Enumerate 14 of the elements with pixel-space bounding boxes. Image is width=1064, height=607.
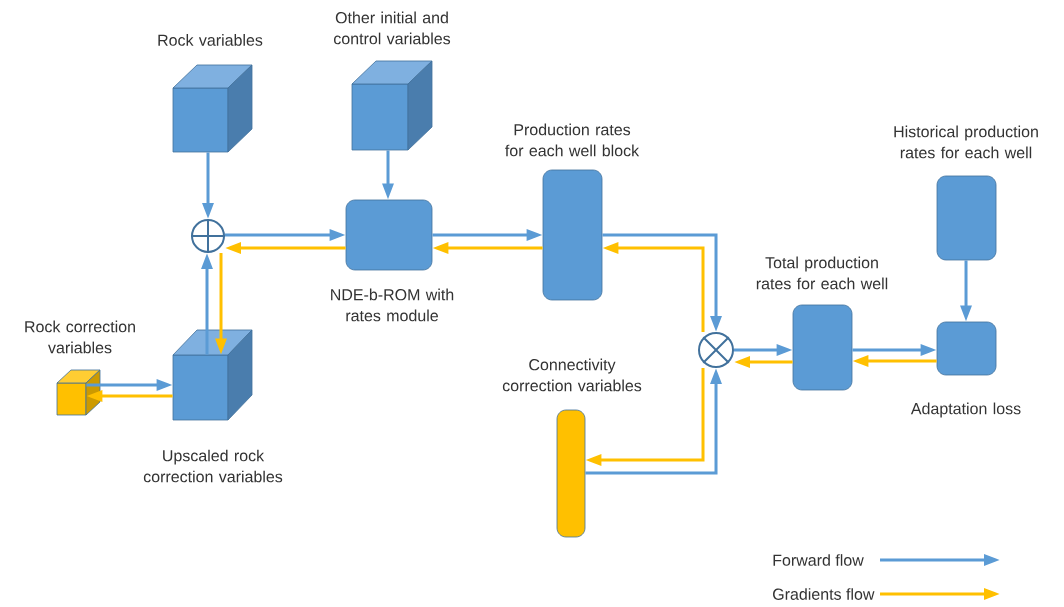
node-label: Production rates for each well block [505,123,640,157]
node-label: NDE-b-ROM with rates module [331,288,454,322]
legend-text: Gradients flow [773,588,875,600]
summation-circle [190,218,226,254]
node-label: Total production rates for each well [756,256,888,290]
node-label: Rock variables [158,34,263,46]
node-label: Historical production rates for each well [894,125,1038,159]
summation-circle [698,332,734,368]
node-label: Connectivity correction variables [502,358,642,392]
node-label: Rock correction variables [25,320,135,354]
legend-text: Forward flow [773,554,864,566]
node-label: Upscaled rock correction variables [143,449,283,483]
node-label: Other initial and control variables [334,11,451,45]
node-label: Adaptation loss [910,402,1021,418]
